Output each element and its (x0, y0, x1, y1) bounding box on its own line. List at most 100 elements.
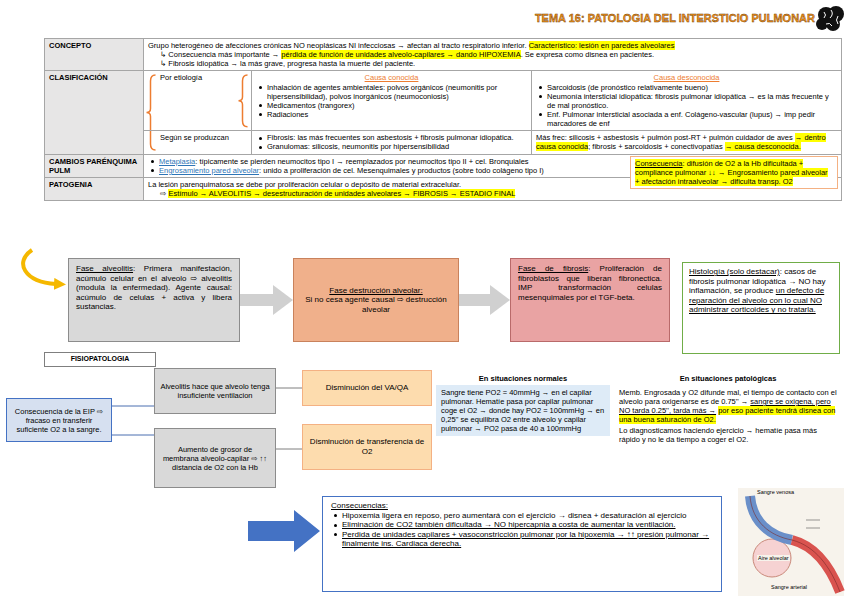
table-text: Estímulo → ALVEOLITIS → desestructuració… (168, 189, 515, 198)
table-text: Fibrosis: las más frecuentes son asbesto… (267, 133, 514, 142)
table-cell: Según se produzcan (144, 131, 252, 154)
node-text: Fase destrucción alveolar: (329, 286, 422, 295)
node-text: Perdida de unidades capilares + vasocons… (342, 530, 709, 549)
text-panel: En situaciones patológicasMemb. Engrosad… (614, 374, 842, 447)
text-line: Medicamentos (trangorex) (256, 101, 527, 110)
text-line: Sangre tiene PO2 = 40mmHg → en el capila… (436, 385, 610, 436)
table-cell: CONCEPTO (45, 39, 144, 71)
process-box: Alveolitis hace que alveolo tenga insufi… (154, 368, 276, 414)
table-text: Engrosamiento pared alveolar (159, 166, 259, 175)
node-text: Histología (solo destacar) (689, 267, 780, 276)
result-box: Disminución del VA/QA (302, 370, 432, 406)
node-text: Fase de fibrosis (518, 264, 588, 273)
table-text: → causa desconocida. (725, 142, 801, 151)
table-text: ↳ Consecuencia más importante → (160, 50, 279, 59)
text-line: ⇨Estímulo → ALVEOLITIS → desestructuraci… (148, 189, 625, 198)
callout-box: Consecuencia: difusión de O2 a la Hb dif… (630, 156, 838, 189)
table-cell: Más frec: silicosis + asbestosis + pulmó… (532, 131, 842, 154)
page-title: TEMA 16: PATOLOGIA DEL INTERSTICIO PULMO… (535, 12, 815, 24)
text-line: Neumonía intersticial idiopática: fibros… (536, 92, 837, 110)
process-box: Aumento de grosor de membrana alveolo-ca… (154, 428, 276, 488)
table-text: Neumonía intersticial idiopática: fibros… (547, 92, 829, 110)
connector-line (276, 449, 302, 450)
node-text: En situaciones normales (479, 374, 567, 383)
lung-icon (816, 6, 844, 31)
text-line: ↳ Fibrosis idiopática → la más grave, pr… (148, 59, 837, 68)
table-cell: Causa desconocidaSarcoidosis (de pronóst… (532, 71, 842, 131)
table-text: Por etiología (160, 73, 202, 82)
node-text: Si no cesa agente causal ⇨ destrucción a… (305, 295, 446, 314)
node-text: FISIOPATOLOGIA (45, 355, 155, 363)
title-text: TEMA 16: PATOLOGIA DEL INTERSTICIO PULMO… (535, 12, 815, 24)
text-line: Metaplasia: típicamente se pierden neumo… (148, 157, 625, 166)
text-line: Radiaciones (256, 110, 527, 119)
table-text: Inhalación de agentes ambientales: polvo… (267, 83, 497, 101)
table-text: . Se expresa como disnea en pacientes. (521, 50, 654, 59)
text-line: La lesión parenquimatosa se debe por pro… (148, 180, 625, 189)
node-text: Consecuencia de la EIP ⇨ fracaso en tran… (11, 407, 107, 434)
text-line: Sarcoidosis (de pronóstico relativamente… (536, 83, 837, 92)
node-text: Sangre tiene PO2 = 40mmHg → en el capila… (441, 388, 604, 433)
phase-box: Fase alveolitis: Primera manifestación, … (68, 258, 240, 342)
table-text: Metaplasia (159, 157, 195, 166)
text-line: Fibrosis: las más frecuentes son asbesto… (256, 133, 527, 142)
text-line: Granulomas: silicosis, neumonitis por hi… (256, 142, 527, 151)
text-line: Consecuencias: (331, 501, 713, 511)
consequence-box: Consecuencias:Hipoxemia ligera en reposo… (322, 496, 722, 592)
table-text: Grupo heterogéneo de afecciones crónicas… (148, 41, 527, 50)
node-text: Consecuencia (635, 159, 683, 168)
text-line: Más frec: silicosis + asbestosis + pulmó… (536, 133, 837, 151)
curved-arrow (23, 250, 56, 284)
bracket (239, 75, 248, 127)
bracket (147, 75, 156, 150)
node-text: Consecuencias: (331, 501, 388, 510)
text-line: En situaciones normales (436, 374, 610, 383)
text-panel: En situaciones normalesSangre tiene PO2 … (436, 374, 610, 436)
text-line: Enf. Pulmonar intersticial asociada a en… (536, 110, 837, 128)
table-cell: Grupo heterogéneo de afecciones crónicas… (144, 39, 842, 71)
table-text: : típicamente se pierden neumocitos tipo… (195, 157, 528, 166)
text-line: Causa desconocida (536, 73, 837, 82)
connector-line (112, 406, 154, 407)
table-text: Más frec: silicosis + asbestosis + pulmó… (536, 133, 793, 142)
text-line: Lo diagnosticamos haciendo ejercicio → h… (614, 424, 842, 447)
connector-line (276, 388, 302, 389)
table-cell: Por etiología (144, 71, 252, 131)
table-text: Según se produzcan (160, 133, 229, 142)
node-text: Hipoxemia ligera en reposo, pero aumenta… (342, 511, 686, 520)
node-text: Disminución de transferencia de O2 (308, 437, 426, 456)
text-line: Perdida de unidades capilares + vasocons… (331, 530, 713, 549)
section-heading: FISIOPATOLOGIA (44, 352, 156, 367)
table-text: Enf. Pulmonar intersticial asociada a en… (547, 110, 815, 128)
text-line: Eliminación de CO2 también dificultada →… (331, 520, 713, 530)
phase-box: Fase destrucción alveolar:Si no cesa age… (293, 258, 459, 342)
alveolus-illustration (738, 488, 844, 596)
figure-label: Sangre arterial (770, 584, 808, 590)
text-line: Grupo heterogéneo de afecciones crónicas… (148, 41, 837, 50)
node-text: Disminución del VA/QA (308, 383, 426, 393)
node-text: Fase alveolitis (76, 264, 133, 273)
node-text: Alveolitis hace que alveolo tenga insufi… (160, 382, 270, 400)
table-cell: PATOGENIA (45, 177, 144, 200)
block-arrow (459, 294, 490, 306)
table-text: Granulomas: silicosis, neumonitis por hi… (267, 142, 449, 151)
node-text: En situaciones patológicas (680, 374, 777, 383)
table-text: Causa conocida (365, 73, 419, 82)
text-line: ↳ Consecuencia más importante →pérdida d… (148, 50, 837, 59)
connector-line (112, 435, 154, 436)
block-arrow (248, 510, 320, 552)
phase-box: Fase de fibrosis: Proliferación de fibro… (510, 258, 670, 342)
table-text: CAMBIOS PARÉNQUIMA PULM (49, 157, 137, 175)
table-text: : unido a proliferación de cel. Mesenqui… (259, 166, 544, 175)
text-line: Fase destrucción alveolar: (301, 286, 451, 296)
table-text: ⇨ (160, 189, 166, 198)
text-line: Causa conocida (256, 73, 527, 82)
table-cell: Fibrosis: las más frecuentes son asbesto… (252, 131, 532, 154)
table-cell: CLASIFICACIÓN (45, 71, 144, 154)
figure-label: Sangre venosa (756, 489, 795, 495)
text-line: En situaciones patológicas (614, 374, 842, 383)
table-cell: Causa conocidaInhalación de agentes ambi… (252, 71, 532, 131)
table-text: CLASIFICACIÓN (49, 73, 108, 82)
figure-label: Aire alveolar (757, 555, 790, 561)
node-text: Aumento de grosor de membrana alveolo-ca… (160, 445, 270, 472)
